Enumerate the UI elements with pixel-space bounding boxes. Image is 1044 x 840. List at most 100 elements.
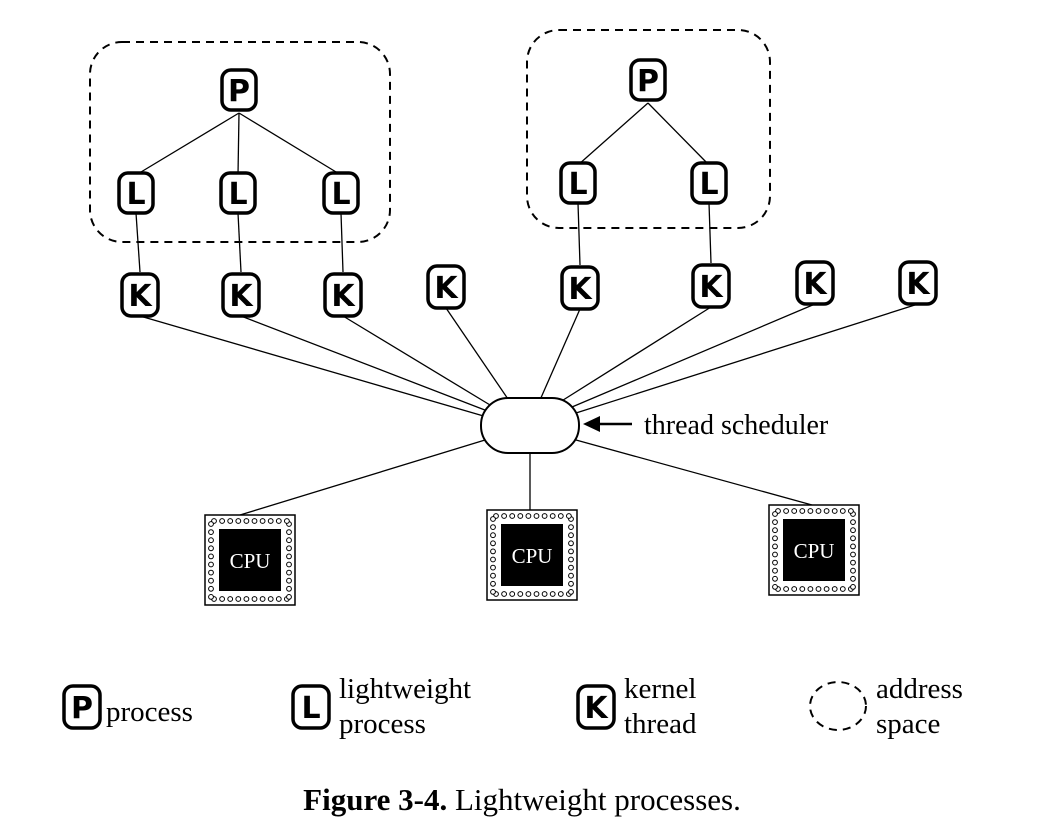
cpu-pin — [275, 518, 282, 524]
cpu-pin — [541, 591, 548, 597]
cpu-3: CPU — [768, 504, 860, 596]
cpu-pin — [541, 513, 548, 519]
cpu-pin — [568, 540, 574, 547]
edge-k6-scheduler — [559, 306, 712, 403]
legend-kernel-letter: K — [584, 691, 609, 726]
cpu-pin — [219, 518, 226, 524]
kernel-thread-node-2: K — [221, 272, 261, 318]
cpu-pin — [799, 586, 806, 592]
edge-l3-k3 — [340, 212, 344, 273]
cpu-pin — [533, 513, 540, 519]
legend-lightweight-label-line2: process — [339, 708, 426, 740]
legend-kernel-label-line2: thread — [624, 708, 697, 740]
lwp-node-1-letter: L — [126, 177, 145, 212]
legend-address-space-icon — [809, 681, 867, 731]
cpu-pin — [208, 529, 214, 536]
lwp-node-5-letter: L — [699, 167, 718, 202]
legend: P process L lightweight process K kernel… — [62, 673, 963, 740]
cpu-pin — [227, 518, 234, 524]
lwp-node-2: L — [219, 171, 257, 215]
cpu-pin — [549, 591, 556, 597]
cpu-pin — [517, 591, 524, 597]
cpu-pin — [568, 524, 574, 531]
cpu-pin — [850, 567, 856, 574]
cpu-pin — [490, 532, 496, 539]
cpu-pin — [568, 532, 574, 539]
cpu-pin — [243, 596, 250, 602]
cpu-pin — [557, 591, 564, 597]
edge-k1-scheduler — [139, 315, 488, 418]
thread-scheduler-label: thread scheduler — [644, 410, 829, 441]
legend-process-icon: P — [62, 684, 102, 730]
cpu-1: CPU — [204, 514, 296, 606]
cpu-pin — [850, 551, 856, 558]
legend-lightweight-letter: L — [301, 691, 320, 726]
cpu-pin — [208, 553, 214, 560]
cpu-pin — [275, 596, 282, 602]
cpu-pin — [286, 569, 292, 576]
edge-k5-scheduler — [539, 308, 581, 401]
edge-p1-l3 — [238, 112, 342, 176]
kernel-thread-node-7: K — [795, 260, 835, 306]
cpu-pin — [501, 513, 508, 519]
cpu-pin — [850, 535, 856, 542]
cpu-pin — [208, 537, 214, 544]
cpu-pin — [568, 589, 574, 595]
cpu-pin — [783, 586, 790, 592]
cpu-pin — [525, 513, 532, 519]
kernel-thread-node-4-letter: K — [434, 271, 459, 306]
cpu-pin — [831, 508, 838, 514]
legend-address-label-line2: space — [876, 708, 940, 740]
cpu-pin — [208, 569, 214, 576]
cpu-pin — [267, 518, 274, 524]
cpu-pin — [533, 591, 540, 597]
kernel-thread-node-8-letter: K — [906, 267, 931, 302]
cpu-pin — [267, 596, 274, 602]
legend-address-label-line1: address — [876, 673, 963, 705]
edge-k8-scheduler — [575, 303, 919, 414]
legend-kernel-label-line1: kernel — [624, 673, 696, 705]
cpu-pin — [235, 518, 242, 524]
kernel-thread-node-2-letter: K — [229, 279, 254, 314]
cpu-pin — [568, 548, 574, 555]
edges — [135, 102, 919, 516]
kernel-thread-node-1: K — [120, 272, 160, 318]
cpu-pin — [850, 575, 856, 582]
cpu-1-label: CPU — [230, 549, 271, 573]
cpu-pin — [490, 572, 496, 579]
legend-process-letter: P — [71, 691, 93, 726]
figure-caption: Figure 3-4. Lightweight processes. — [303, 782, 741, 817]
cpu-pin — [783, 508, 790, 514]
edge-scheduler-cpu1 — [239, 439, 486, 516]
cpu-pin — [286, 545, 292, 552]
cpu-pin — [208, 585, 214, 592]
edge-l5-k6 — [708, 202, 712, 264]
cpu-pin — [251, 596, 258, 602]
process-node-1: P — [220, 68, 258, 112]
cpu-pin — [490, 548, 496, 555]
cpu-pin — [286, 577, 292, 584]
cpu-pin — [286, 529, 292, 536]
cpu-2: CPU — [486, 509, 578, 601]
cpu-pin — [791, 586, 798, 592]
legend-lightweight-icon: L — [291, 684, 331, 730]
process-node-1-letter: P — [228, 74, 250, 109]
cpu-pin — [286, 553, 292, 560]
cpu-pin — [848, 508, 854, 514]
edge-l2-k2 — [237, 212, 242, 273]
address-space-2 — [526, 29, 771, 229]
cpu-pin — [208, 594, 214, 600]
lwp-node-3-letter: L — [331, 177, 350, 212]
cpu-pin — [568, 556, 574, 563]
cpu-pin — [490, 524, 496, 531]
cpu-pin — [815, 508, 822, 514]
cpu-pin — [490, 589, 496, 595]
cpu-pin — [219, 596, 226, 602]
edge-scheduler-cpu3 — [575, 439, 813, 506]
scheduler-arrow — [583, 416, 632, 432]
cpu-pin — [490, 556, 496, 563]
cpu-pin — [517, 513, 524, 519]
cpu-pin — [490, 540, 496, 547]
